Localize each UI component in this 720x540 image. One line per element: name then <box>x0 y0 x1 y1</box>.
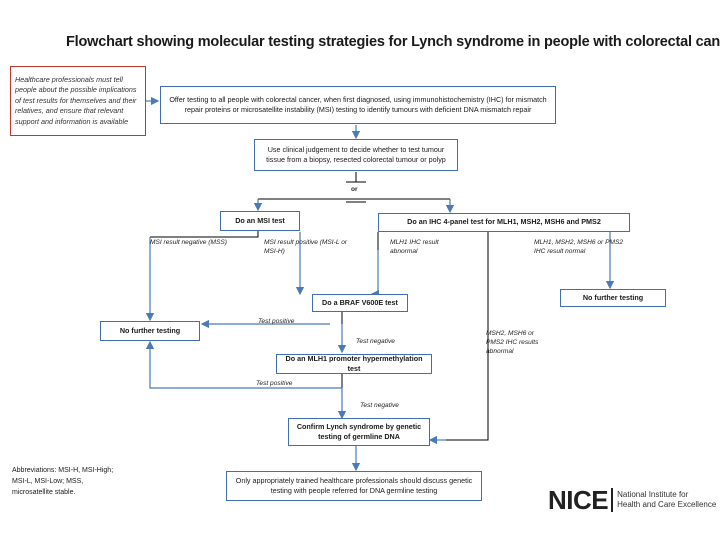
offer-testing-box: Offer testing to all people with colorec… <box>160 86 556 124</box>
no-further-testing-left-box: No further testing <box>100 321 200 341</box>
braf-test-box: Do a BRAF V600E test <box>312 294 408 312</box>
nice-logo-line1: National Institute for <box>617 490 689 500</box>
ihc-test-text: Do an IHC 4-panel test for MLH1, MSH2, M… <box>407 217 601 227</box>
clinical-judgement-box: Use clinical judgement to decide whether… <box>254 139 458 171</box>
nice-logo-line2: Health and Care Excellence <box>617 500 717 509</box>
or-label: or <box>351 186 358 193</box>
ihc-normal-label: MLH1, MSH2, MSH6 or PMS2 IHC result norm… <box>534 239 624 255</box>
confirm-lynch-text: Confirm Lynch syndrome by genetic testin… <box>296 421 422 441</box>
nice-logo: NICE National Institute for Health and C… <box>548 487 716 513</box>
hyper-positive-label: Test positive <box>256 380 293 387</box>
trained-professionals-text: Only appropriately trained healthcare pr… <box>235 475 473 495</box>
offer-testing-text: Offer testing to all people with colorec… <box>169 94 547 114</box>
msi-positive-label: MSI result positive (MSI-L or MSI-H) <box>264 239 348 255</box>
abbreviations-text: Abbreviations: MSI-H, MSI-High; MSI-L, M… <box>12 467 114 496</box>
professionals-note-box: Healthcare professionals must tell peopl… <box>10 66 146 136</box>
logo-divider <box>611 488 614 512</box>
braf-positive-label: Test positive <box>258 318 295 325</box>
no-further-testing-right-box: No further testing <box>560 289 666 307</box>
trained-professionals-box: Only appropriately trained healthcare pr… <box>226 471 482 501</box>
hyper-negative-label: Test negative <box>360 402 399 409</box>
confirm-lynch-box: Confirm Lynch syndrome by genetic testin… <box>288 418 430 446</box>
braf-test-text: Do a BRAF V600E test <box>322 297 398 307</box>
msi-test-box: Do an MSI test <box>220 211 300 231</box>
nice-logo-subtitle: National Institute for Health and Care E… <box>617 490 716 509</box>
hypermethylation-box: Do an MLH1 promoter hypermethylation tes… <box>276 354 432 374</box>
nice-logo-word: NICE <box>548 485 609 515</box>
mlh1-abnormal-label: MLH1 IHC result abnormal <box>390 239 439 255</box>
no-further-testing-right-text: No further testing <box>582 292 644 302</box>
professionals-note-text: Healthcare professionals must tell peopl… <box>15 74 137 126</box>
page-title: Flowchart showing molecular testing stra… <box>66 34 720 50</box>
braf-negative-label: Test negative <box>356 338 395 345</box>
clinical-judgement-text: Use clinical judgement to decide whether… <box>266 144 446 164</box>
msi-negative-label: MSI result negative (MSS) <box>150 239 227 246</box>
msi-test-text: Do an MSI test <box>235 215 285 225</box>
ihc-test-box: Do an IHC 4-panel test for MLH1, MSH2, M… <box>378 213 630 232</box>
others-abnormal-label: MSH2, MSH6 or PMS2 IHC results abnormal <box>486 330 539 355</box>
hypermethylation-text: Do an MLH1 promoter hypermethylation tes… <box>285 353 423 373</box>
no-further-testing-left-text: No further testing <box>119 325 181 335</box>
